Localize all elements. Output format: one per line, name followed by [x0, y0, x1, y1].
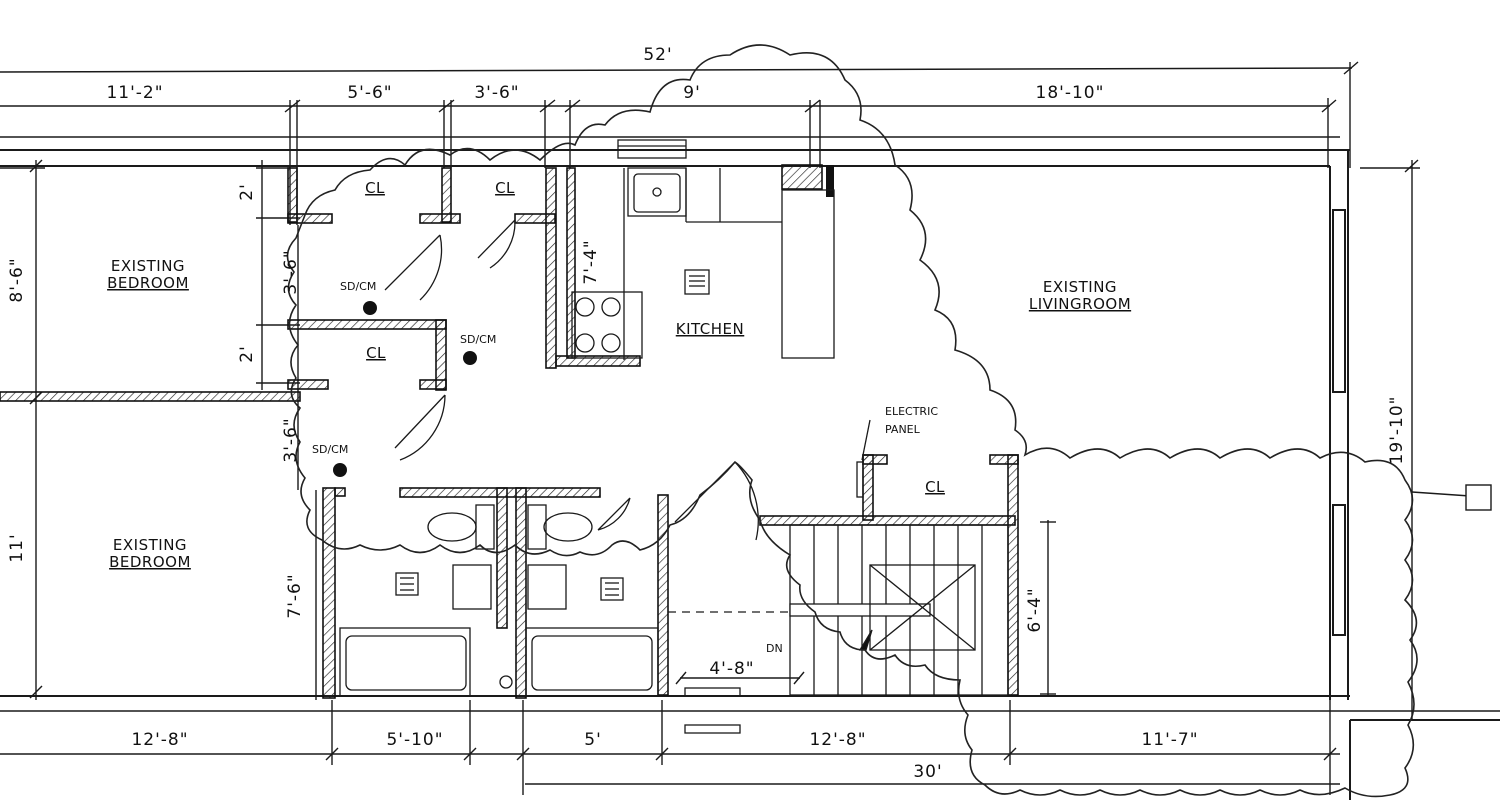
room-livingroom-line1: EXISTING: [1043, 278, 1117, 296]
label-electric-panel-line2: PANEL: [885, 423, 921, 436]
dim-bottom-overall: 30': [913, 762, 942, 782]
dim-bottom-1: 12'-8": [131, 730, 188, 750]
dim-left-upper: 8'-6": [7, 257, 27, 302]
left-dimension-lines: [0, 159, 317, 700]
dim-bottom-5: 11'-7": [1141, 730, 1198, 750]
detector-dot-3: [333, 463, 347, 477]
dim-kitchen-depth: 7'-4": [581, 239, 601, 284]
dim-left-lower: 11': [7, 533, 27, 562]
label-electric-panel-line1: ELECTRIC: [885, 405, 938, 418]
dim-bottom-4: 12'-8": [809, 730, 866, 750]
room-closet-4: CL: [925, 478, 945, 496]
bathroom-fixtures: [339, 504, 659, 697]
dim-closet-depth-2: 2': [237, 345, 257, 363]
dim-bottom-3: 5': [584, 730, 602, 750]
dim-hall-2: 3'-6": [281, 417, 301, 462]
label-sdcm-1: SD/CM: [340, 280, 376, 293]
exterior-walls: [0, 149, 1500, 800]
label-sdcm-2: SD/CM: [460, 333, 496, 346]
room-closet-3: CL: [366, 344, 386, 362]
dim-top-1: 11'-2": [106, 83, 163, 103]
dim-bath-depth: 7'-6": [285, 573, 305, 618]
room-bedroom-top-line2: BEDROOM: [107, 274, 189, 292]
label-sdcm-3: SD/CM: [312, 443, 348, 456]
smoke-co-detectors: [333, 301, 477, 477]
dim-bottom-2: 5'-10": [386, 730, 443, 750]
dim-top-2: 5'-6": [347, 83, 392, 103]
dim-overall-top: 52': [643, 45, 672, 65]
room-bedroom-bottom-line1: EXISTING: [113, 536, 187, 554]
stair: [684, 419, 1009, 734]
room-kitchen: KITCHEN: [676, 320, 745, 338]
right-dimension-lines: [1040, 159, 1492, 720]
kitchen-fixtures: [571, 139, 835, 360]
detector-dot-2: [463, 351, 477, 365]
dim-hall-1: 3'-6": [281, 249, 301, 294]
label-stair-down: DN: [766, 642, 783, 655]
dim-stair-depth: 6'-4": [1025, 587, 1045, 632]
dim-right-overall: 19'-10": [1387, 396, 1407, 465]
dim-top-5: 18'-10": [1036, 83, 1105, 103]
dim-closet-depth-1: 2': [237, 183, 257, 201]
bottom-dimension-lines: [0, 671, 1500, 795]
room-livingroom-line2: LIVINGROOM: [1029, 295, 1131, 313]
dim-top-3: 3'-6": [474, 83, 519, 103]
interior-walls: [0, 164, 1019, 699]
dim-stair-width: 4'-8": [709, 659, 754, 679]
top-dimension-lines: [0, 61, 1359, 225]
room-bedroom-top-line1: EXISTING: [111, 257, 185, 275]
revision-clouds: [286, 44, 1418, 798]
room-closet-1: CL: [365, 179, 385, 197]
room-bedroom-bottom-line2: BEDROOM: [109, 553, 191, 571]
detector-dot-1: [363, 301, 377, 315]
room-closet-2: CL: [495, 179, 515, 197]
dim-top-4: 9': [683, 83, 701, 103]
